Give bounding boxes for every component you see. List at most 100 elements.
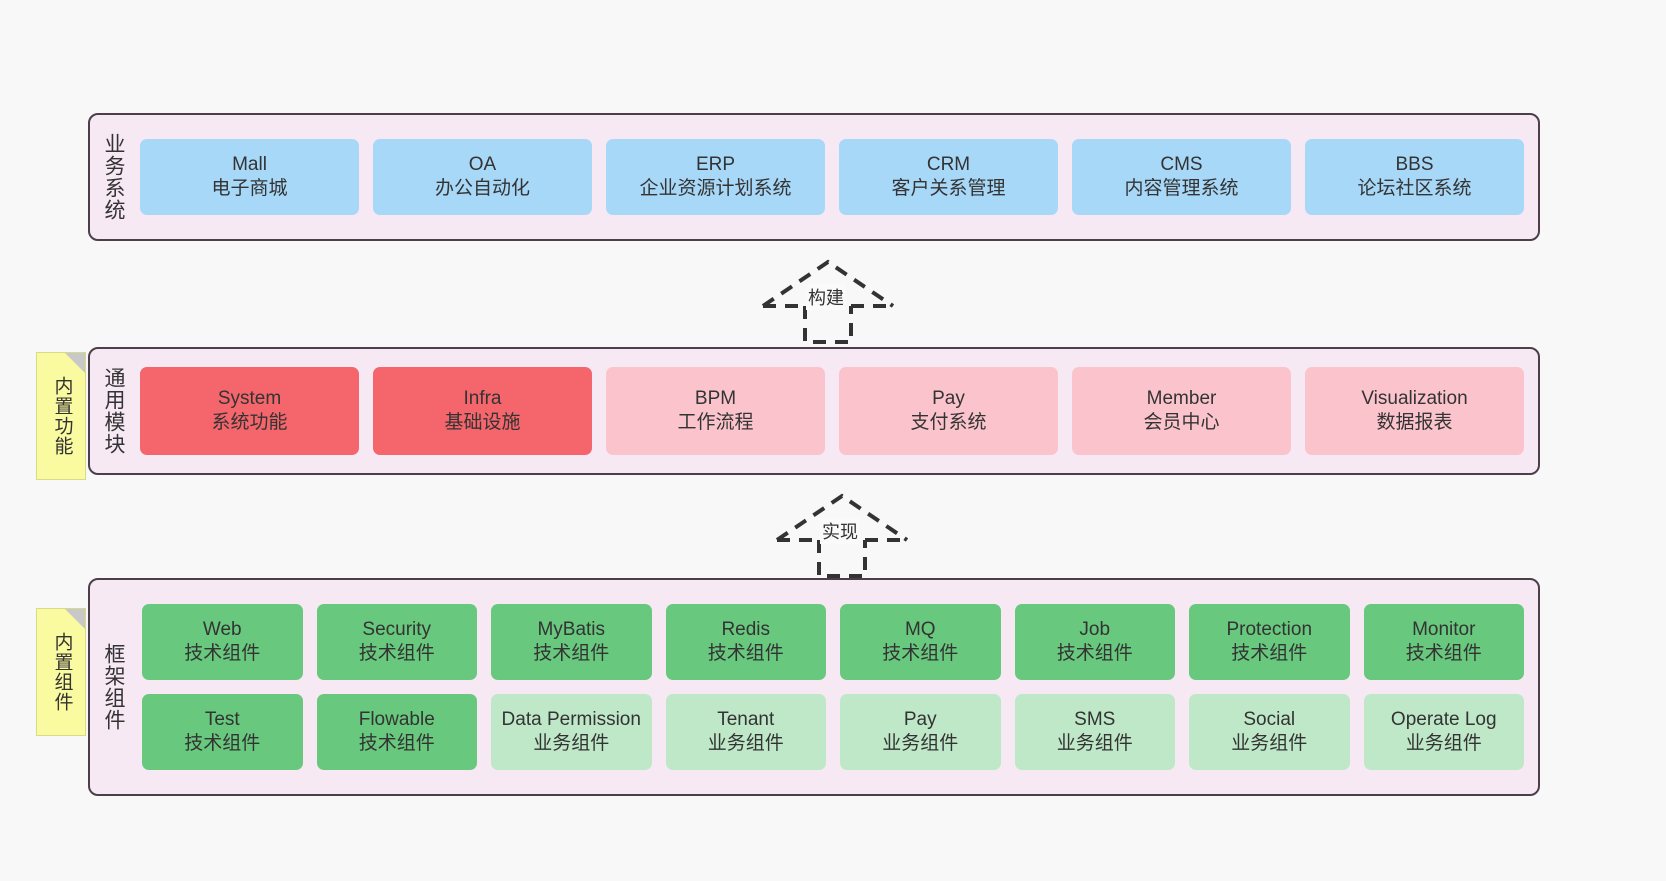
connector-implement: 实现 [772,492,912,578]
card-title: Member [1146,387,1217,409]
card-member[interactable]: Member 会员中心 [1072,367,1291,455]
card-mybatis[interactable]: MyBatis 技术组件 [491,604,652,680]
card-subtitle: 业务组件 [1231,733,1308,754]
connector-build: 构建 [758,258,898,344]
card-subtitle: 技术组件 [707,643,784,664]
card-title: MQ [904,618,936,640]
card-subtitle: 办公自动化 [434,178,530,199]
card-subtitle: 技术组件 [882,643,959,664]
layer-common-modules: 通用模块 System 系统功能 Infra 基础设施 BPM 工作流程 Pay… [88,347,1540,475]
card-subtitle: 技术组件 [358,643,435,664]
card-redis[interactable]: Redis 技术组件 [665,604,826,680]
card-data-permission[interactable]: Data Permission 业务组件 [491,694,652,770]
card-erp[interactable]: ERP 企业资源计划系统 [606,139,825,215]
card-system[interactable]: System 系统功能 [140,367,359,455]
card-subtitle: 论坛社区系统 [1357,178,1472,199]
arrow-head [775,493,909,542]
framework-row-technical: Web 技术组件 Security 技术组件 MyBatis 技术组件 Redi… [142,604,1524,680]
sticky-note-label: 内置功能 [51,376,73,456]
sticky-note-label: 内置组件 [51,632,73,712]
arrow-stem [803,306,853,344]
card-tenant[interactable]: Tenant 业务组件 [665,694,826,770]
card-title: Monitor [1412,618,1476,640]
connector-implement-label: 实现 [820,518,860,544]
layer-title-business-systems: 业务系统 [102,133,126,221]
card-visualization[interactable]: Visualization 数据报表 [1305,367,1524,455]
card-title: CRM [926,153,971,175]
card-title: Job [1079,618,1111,640]
card-monitor[interactable]: Monitor 技术组件 [1363,604,1524,680]
arrow-head [761,259,895,308]
card-title: Social [1243,708,1296,730]
card-test[interactable]: Test 技术组件 [142,694,303,770]
card-title: Flowable [358,708,435,730]
card-title: BPM [694,387,737,409]
card-social[interactable]: Social 业务组件 [1189,694,1350,770]
layer-title-common-modules: 通用模块 [102,367,126,455]
card-oa[interactable]: OA 办公自动化 [373,139,592,215]
card-subtitle: 系统功能 [211,412,288,433]
card-title: Protection [1226,618,1313,640]
sticky-fold-corner [65,609,85,629]
card-subtitle: 基础设施 [444,412,521,433]
card-title: MyBatis [537,618,606,640]
connector-build-label: 构建 [806,284,846,310]
card-title: Data Permission [501,708,641,730]
card-subtitle: 技术组件 [1405,643,1482,664]
card-subtitle: 技术组件 [184,733,261,754]
layer-body-framework-components: Web 技术组件 Security 技术组件 MyBatis 技术组件 Redi… [136,580,1538,794]
card-title: Operate Log [1390,708,1497,730]
card-sms[interactable]: SMS 业务组件 [1014,694,1175,770]
card-subtitle: 内容管理系统 [1124,178,1239,199]
card-title: Redis [721,618,771,640]
card-subtitle: 业务组件 [533,733,610,754]
card-subtitle: 会员中心 [1143,412,1220,433]
card-subtitle: 工作流程 [677,412,754,433]
card-subtitle: 客户关系管理 [891,178,1006,199]
arrow-stem [817,540,867,578]
framework-row-business: Test 技术组件 Flowable 技术组件 Data Permission … [142,694,1524,770]
card-title: ERP [695,153,736,175]
card-title: Tenant [717,708,775,730]
card-subtitle: 技术组件 [1056,643,1133,664]
card-title: Security [362,618,432,640]
sticky-note-builtin-features: 内置功能 [36,352,86,480]
card-title: BBS [1395,153,1434,175]
card-subtitle: 数据报表 [1376,412,1453,433]
card-web[interactable]: Web 技术组件 [142,604,303,680]
card-title: Pay [903,708,937,730]
card-title: Mall [232,153,267,175]
card-subtitle: 技术组件 [184,643,261,664]
layer-title-framework-components: 框架组件 [102,643,126,731]
card-bbs[interactable]: BBS 论坛社区系统 [1305,139,1524,215]
card-subtitle: 技术组件 [1231,643,1308,664]
card-title: Infra [463,387,502,409]
card-pay-module[interactable]: Pay 支付系统 [839,367,1058,455]
card-job[interactable]: Job 技术组件 [1014,604,1175,680]
layer-body-common-modules: System 系统功能 Infra 基础设施 BPM 工作流程 Pay 支付系统… [136,349,1538,473]
card-subtitle: 支付系统 [910,412,987,433]
sticky-note-builtin-components: 内置组件 [36,608,86,736]
card-subtitle: 业务组件 [1405,733,1482,754]
card-title: CMS [1160,153,1203,175]
card-mq[interactable]: MQ 技术组件 [840,604,1001,680]
card-infra[interactable]: Infra 基础设施 [373,367,592,455]
card-cms[interactable]: CMS 内容管理系统 [1072,139,1291,215]
card-title: OA [468,153,497,175]
card-subtitle: 企业资源计划系统 [639,178,792,199]
card-subtitle: 业务组件 [882,733,959,754]
card-subtitle: 电子商城 [211,178,288,199]
card-mall[interactable]: Mall 电子商城 [140,139,359,215]
card-title: System [217,387,282,409]
card-pay-component[interactable]: Pay 业务组件 [840,694,1001,770]
card-title: SMS [1074,708,1116,730]
card-flowable[interactable]: Flowable 技术组件 [316,694,477,770]
card-crm[interactable]: CRM 客户关系管理 [839,139,1058,215]
card-protection[interactable]: Protection 技术组件 [1189,604,1350,680]
card-bpm[interactable]: BPM 工作流程 [606,367,825,455]
layer-business-systems: 业务系统 Mall 电子商城 OA 办公自动化 ERP 企业资源计划系统 CRM… [88,113,1540,241]
card-operate-log[interactable]: Operate Log 业务组件 [1363,694,1524,770]
card-security[interactable]: Security 技术组件 [316,604,477,680]
card-title: Web [202,618,242,640]
layer-body-business-systems: Mall 电子商城 OA 办公自动化 ERP 企业资源计划系统 CRM 客户关系… [136,115,1538,239]
